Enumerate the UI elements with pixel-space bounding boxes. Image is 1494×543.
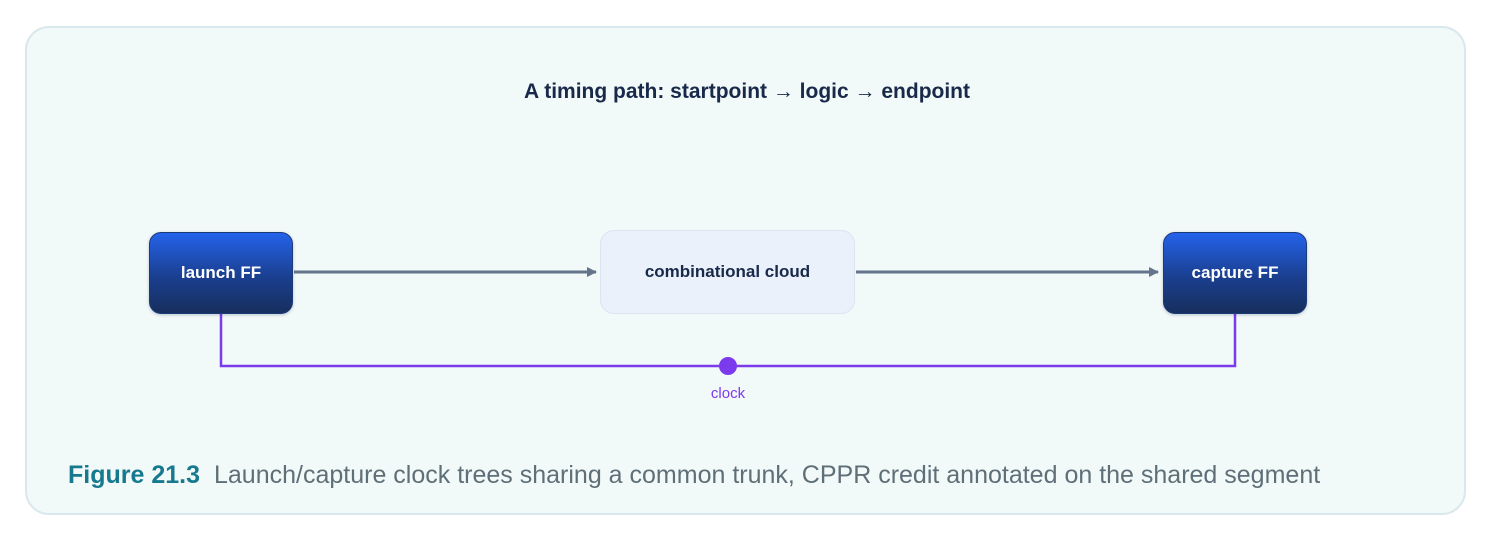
launch-ff-node: launch FF	[149, 232, 293, 314]
diagram-title: A timing path: startpoint → logic → endp…	[523, 80, 970, 103]
launch-ff-label: launch FF	[180, 263, 262, 282]
clock-label: clock	[710, 385, 746, 402]
combinational-cloud-label: combinational cloud	[644, 262, 811, 281]
figure-caption: Figure 21.3 Launch/capture clock trees sh…	[68, 461, 1320, 490]
figure-caption-text: Launch/capture clock trees sharing a com…	[214, 461, 1321, 489]
capture-ff-label: capture FF	[1191, 263, 1279, 282]
figure-number: Figure 21.3	[68, 461, 200, 489]
combinational-cloud-node: combinational cloud	[600, 230, 855, 314]
clock-source-dot	[719, 357, 737, 375]
capture-ff-node: capture FF	[1163, 232, 1307, 314]
